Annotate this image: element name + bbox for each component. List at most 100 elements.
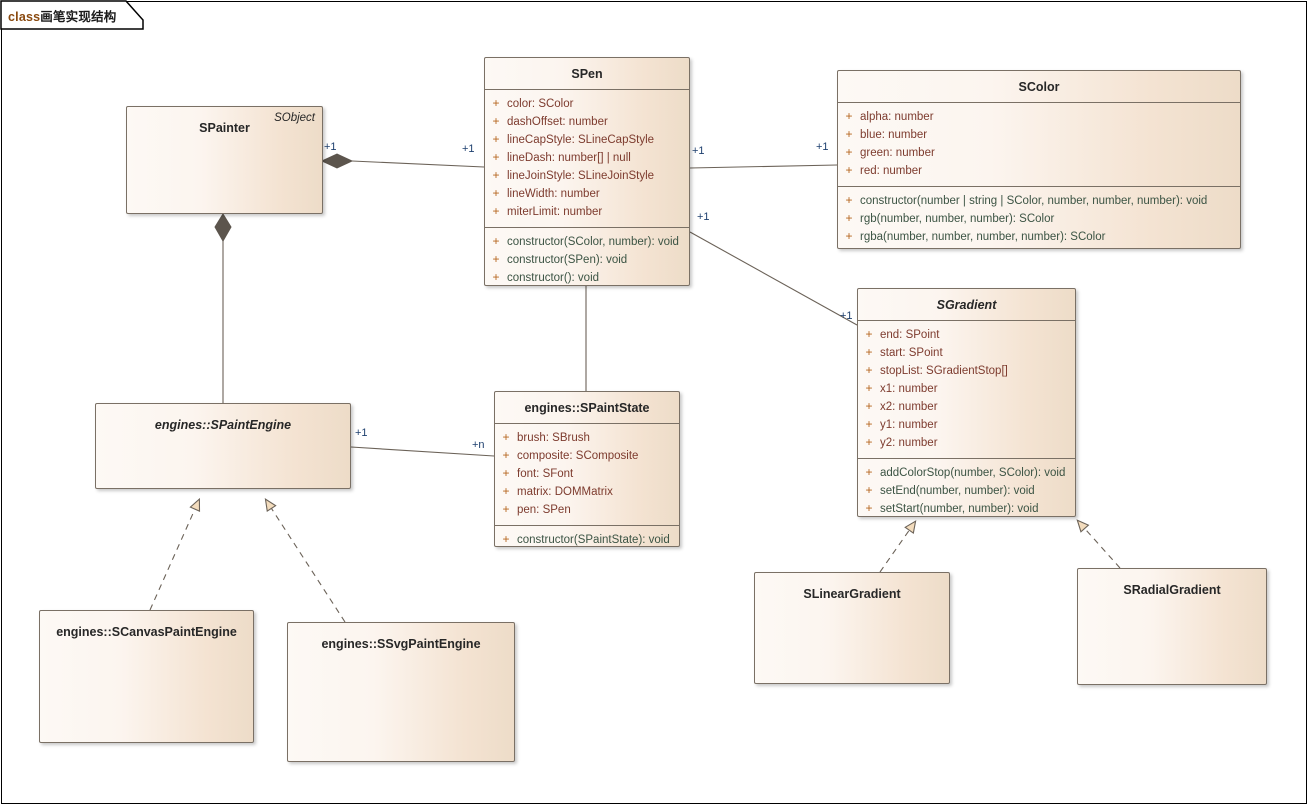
operation-label: setEnd(number, number): void [880, 485, 1035, 497]
class-box-scolor[interactable]: SColor +alpha: number +blue: number +gre… [837, 70, 1241, 249]
attribute-row: +stopList: SGradientStop[] [858, 362, 1075, 380]
visibility-marker: + [845, 229, 853, 243]
attribute-row: +composite: SComposite [495, 447, 679, 465]
class-box-slineargradient[interactable]: SLinearGradient [754, 572, 950, 684]
operation-row: + addColorStop(number, SColor): void [858, 464, 1075, 482]
compartment-divider [858, 320, 1075, 321]
class-name-spaintstate: engines::SPaintState [524, 401, 650, 415]
operation-row: + constructor(SColor, number): void [485, 233, 689, 251]
visibility-marker: + [845, 193, 853, 207]
visibility-marker: + [492, 252, 500, 266]
compartment-divider [838, 186, 1240, 187]
connector-spainter-spaintengine [214, 213, 232, 403]
class-box-scanvaspaintengine[interactable]: engines::SCanvasPaintEngine [39, 610, 254, 743]
attribute-label: lineWidth: number [507, 188, 600, 200]
class-box-sradialgradient[interactable]: SRadialGradient [1077, 568, 1267, 685]
attributes-compartment-spen: +color: SColor +dashOffset: number +line… [485, 90, 689, 227]
class-box-spaintstate[interactable]: engines::SPaintState +brush: SBrush +com… [494, 391, 680, 547]
visibility-marker: + [492, 114, 500, 128]
visibility-marker: + [492, 186, 500, 200]
operation-label: constructor(SColor, number): void [507, 236, 679, 248]
frame-tab-keyword: class [8, 9, 41, 24]
frame-tab-name: 画笔实现结构 [40, 9, 117, 24]
connector-slineargradient-sgradient [879, 520, 917, 573]
attribute-row: +matrix: DOMMatrix [495, 483, 679, 501]
attribute-label: brush: SBrush [517, 432, 590, 444]
visibility-marker: + [865, 381, 873, 395]
attribute-label: dashOffset: number [507, 116, 608, 128]
multiplicity-scolor-end: +1 [816, 141, 829, 153]
visibility-marker: + [492, 168, 500, 182]
attribute-row: + end: SPoint [858, 326, 1075, 344]
frame-tab-label: class画笔实现结构 [8, 6, 116, 25]
operation-label: constructor(SPaintState): void [517, 534, 670, 546]
operation-row: +constructor(): void [485, 269, 689, 285]
compartment-divider [858, 458, 1075, 459]
operation-label: addColorStop(number, SColor): void [880, 467, 1066, 479]
multiplicity-spen-gradient-end: +1 [697, 211, 710, 223]
class-box-ssvgpaintengine[interactable]: engines::SSvgPaintEngine [287, 622, 515, 762]
attributes-compartment-spaintstate: +brush: SBrush +composite: SComposite +f… [495, 424, 679, 525]
compartment-divider [495, 423, 679, 424]
connector-sradialgradient-sgradient [1076, 519, 1121, 569]
operation-label: rgba(number, number, number, number): SC… [860, 231, 1106, 243]
attribute-row: +brush: SBrush [495, 429, 679, 447]
diagram-frame-tab: class画笔实现结构 [0, 0, 144, 30]
connector-scanvaspaintengine-spaintengine [149, 497, 201, 611]
attribute-row: +start: SPoint [858, 344, 1075, 362]
visibility-marker: + [492, 270, 500, 284]
attribute-row: +x2: number [858, 398, 1075, 416]
attribute-label: x1: number [880, 383, 938, 395]
operation-row: + setEnd(number, number): void [858, 482, 1075, 500]
class-name-slineargradient: SLinearGradient [803, 587, 901, 601]
class-box-spaintengine[interactable]: engines::SPaintEngine [95, 403, 351, 489]
visibility-marker: + [865, 465, 873, 479]
visibility-marker: + [865, 345, 873, 359]
operation-row: +constructor(number | string | SColor, n… [838, 192, 1240, 210]
operation-row: + rgba(number, number, number, number): S… [838, 228, 1240, 246]
attribute-label: miterLimit: number [507, 206, 603, 218]
attribute-row: + lineJoinStyle: SLineJoinStyle [485, 167, 689, 185]
operation-row: +rgb(number, number, number): SColor [838, 210, 1240, 228]
visibility-marker: + [845, 109, 853, 123]
attribute-row: +pen: SPen [495, 501, 679, 519]
attribute-label: lineJoinStyle: SLineJoinStyle [507, 170, 655, 182]
class-box-spainter[interactable]: SObject SPainter [126, 106, 323, 214]
compartment-divider [485, 227, 689, 228]
visibility-marker: + [492, 234, 500, 248]
connector-spen-scolor [689, 164, 838, 169]
visibility-marker: + [865, 363, 873, 377]
visibility-marker: + [492, 96, 500, 110]
attribute-label: end: SPoint [880, 329, 940, 341]
visibility-marker: + [502, 484, 510, 498]
visibility-marker: + [845, 145, 853, 159]
visibility-marker: + [865, 501, 873, 515]
compartment-divider [838, 102, 1240, 103]
visibility-marker: + [865, 483, 873, 497]
attribute-row: + dashOffset: number [485, 113, 689, 131]
attribute-label: blue: number [860, 129, 928, 141]
connector-spainter-spen [320, 153, 485, 169]
compartment-divider [495, 525, 679, 526]
operations-compartment-sgradient: + addColorStop(number, SColor): void + set… [858, 459, 1075, 516]
attribute-row: +lineDash: number[] | null [485, 149, 689, 167]
attribute-label: y1: number [880, 419, 938, 431]
attribute-label: x2: number [880, 401, 938, 413]
visibility-marker: + [865, 327, 873, 341]
operations-compartment-spaintstate: + constructor(SPaintState): void [495, 526, 679, 546]
attribute-row: +miterLimit: number [485, 203, 689, 221]
class-box-spen[interactable]: SPen +color: SColor +dashOffset: number … [484, 57, 690, 286]
visibility-marker: + [492, 132, 500, 146]
class-name-sgradient: SGradient [936, 298, 997, 312]
visibility-marker: + [502, 532, 510, 546]
visibility-marker: + [492, 150, 500, 164]
attribute-label: color: SColor [507, 98, 574, 110]
attribute-row: +y2: number [858, 434, 1075, 452]
attribute-label: y2: number [880, 437, 938, 449]
class-box-sgradient[interactable]: SGradient +end: SPoint +start: SPoint +s… [857, 288, 1076, 517]
visibility-marker: + [502, 466, 510, 480]
operation-row: +constructor(SPen): void [485, 251, 689, 269]
visibility-marker: + [502, 448, 510, 462]
attributes-compartment-sgradient: + end: SPoint +start: SPoint +stopList: S… [858, 321, 1075, 458]
